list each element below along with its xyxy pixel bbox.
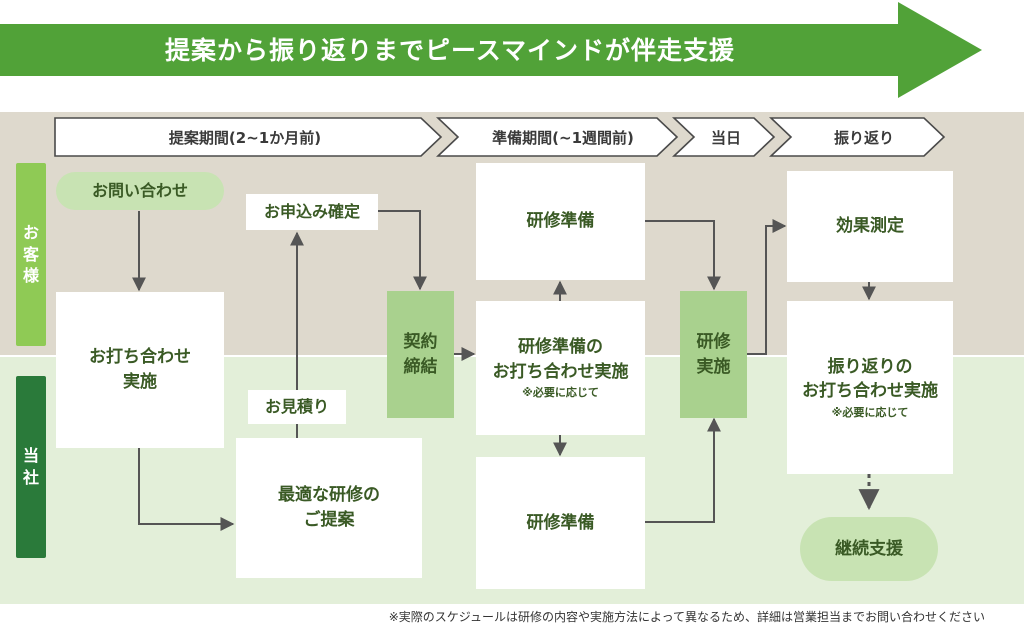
lane-label-company: 当 社 xyxy=(16,376,46,558)
node-proposal-line: 最適な研修の xyxy=(278,485,380,506)
banner-arrow xyxy=(0,2,982,98)
node-contract: 契約 締結 xyxy=(387,291,454,418)
node-proposal-line: ご提案 xyxy=(303,510,355,530)
node-prep-top: 研修準備 xyxy=(476,163,645,280)
node-review-meeting: 振り返りの お打ち合わせ実施 ※必要に応じて xyxy=(787,301,953,474)
node-prep-meeting-line: 研修準備の xyxy=(518,337,603,358)
node-prep-meeting-note: ※必要に応じて xyxy=(522,386,599,400)
node-meeting: お打ち合わせ 実施 xyxy=(56,292,224,448)
node-contract-line: 契約 xyxy=(403,331,438,352)
connector-application-contract xyxy=(378,210,427,291)
phase-label-prep: 準備期間(~1週間前) xyxy=(492,128,634,147)
node-estimate: お見積り xyxy=(248,390,346,424)
node-application: お申込み確定 xyxy=(246,194,378,230)
lane-label-company-char: 当 xyxy=(22,446,39,466)
node-review-meeting-line: 振り返りの xyxy=(827,356,913,377)
node-training-line: 研修 xyxy=(696,331,731,352)
footnote: ※実際のスケジュールは研修の内容や実施方法によって異なるため、詳細は営業担当まで… xyxy=(388,610,985,624)
node-proposal: 最適な研修の ご提案 xyxy=(236,438,422,578)
phase-chevron-day xyxy=(671,117,776,157)
node-training: 研修 実施 xyxy=(680,291,747,418)
node-review-meeting-line: お打ち合わせ実施 xyxy=(802,381,938,402)
node-effect: 効果測定 xyxy=(787,171,953,282)
banner-title: 提案から振り返りまでピースマインドが伴走支援 xyxy=(164,36,735,65)
lane-label-customer-char: お xyxy=(22,223,39,243)
lane-label-customer: お 客 様 xyxy=(16,163,46,346)
lane-label-company-char: 社 xyxy=(22,468,39,487)
phase-chevron-proposal xyxy=(54,117,443,157)
node-inquiry: お問い合わせ xyxy=(56,172,224,210)
node-prep-meeting-line: お打ち合わせ実施 xyxy=(492,361,629,382)
lane-label-customer-char: 客 xyxy=(22,244,39,264)
lane-label-customer-char: 様 xyxy=(22,266,39,286)
node-review-meeting-note: ※必要に応じて xyxy=(831,405,909,419)
connector-preptop-training xyxy=(645,220,721,291)
phase-label-day: 当日 xyxy=(710,128,741,147)
node-continued: 継続支援 xyxy=(800,517,938,581)
node-meeting-line: お打ち合わせ xyxy=(89,347,191,368)
node-contract-line: 締結 xyxy=(403,356,438,377)
connector-prepbottom-training xyxy=(645,417,721,523)
phase-chevron-prep xyxy=(435,117,679,157)
node-training-line: 実施 xyxy=(696,356,731,377)
node-meeting-line: 実施 xyxy=(123,372,157,392)
phase-chevron-review xyxy=(768,117,946,157)
phase-label-proposal: 提案期間(2~1か月前) xyxy=(168,128,322,147)
node-prep-bottom: 研修準備 xyxy=(476,457,645,589)
phase-label-review: 振り返り xyxy=(833,128,894,147)
node-prep-meeting: 研修準備の お打ち合わせ実施 ※必要に応じて xyxy=(476,301,645,435)
connector-training-effect xyxy=(747,219,787,355)
connector-meeting-proposal xyxy=(138,448,235,531)
